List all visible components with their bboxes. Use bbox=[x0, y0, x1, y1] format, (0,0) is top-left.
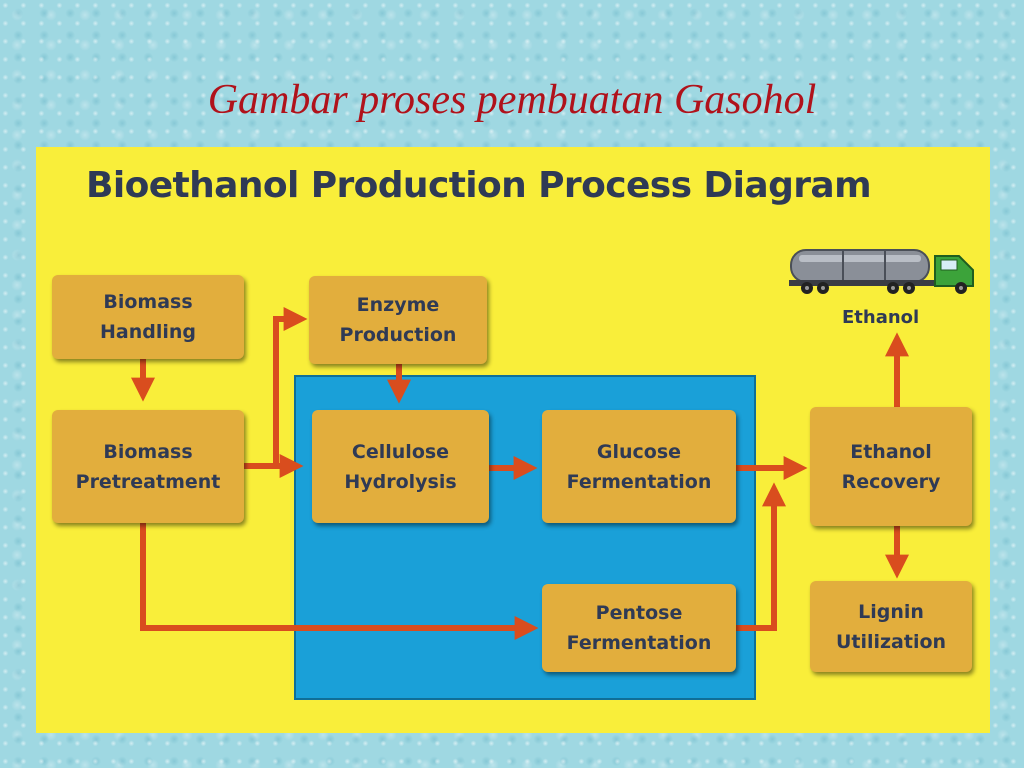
arrow-pretreatment-to-enzyme bbox=[244, 307, 308, 469]
arrow-pentose-to-recovery bbox=[736, 482, 786, 631]
node-biomass-handling: Biomass Handling bbox=[52, 275, 244, 359]
tanker-truck-icon bbox=[789, 249, 974, 294]
ethanol-output-label: Ethanol bbox=[842, 307, 920, 328]
node-cellulose-hydrolysis: Cellulose Hydrolysis bbox=[312, 410, 489, 523]
node-enzyme-production: Enzyme Production bbox=[309, 276, 487, 364]
diagram-title: Bioethanol Production Process Diagram bbox=[86, 165, 872, 206]
slide-title: Gambar proses pembuatan Gasohol bbox=[207, 77, 817, 123]
node-glucose-fermentation: Glucose Fermentation bbox=[542, 410, 736, 523]
node-ethanol-recovery: Ethanol Recovery bbox=[810, 407, 972, 526]
node-biomass-pretreatment: Biomass Pretreatment bbox=[52, 410, 244, 523]
flow-arrows bbox=[131, 307, 909, 640]
arrow-pretreatment-to-pentose bbox=[140, 523, 539, 640]
node-pentose-fermentation: Pentose Fermentation bbox=[542, 584, 736, 672]
node-lignin-utilization: Lignin Utilization bbox=[810, 581, 972, 672]
diagram-panel: Bioethanol Production Process Diagram Bi… bbox=[36, 147, 990, 733]
